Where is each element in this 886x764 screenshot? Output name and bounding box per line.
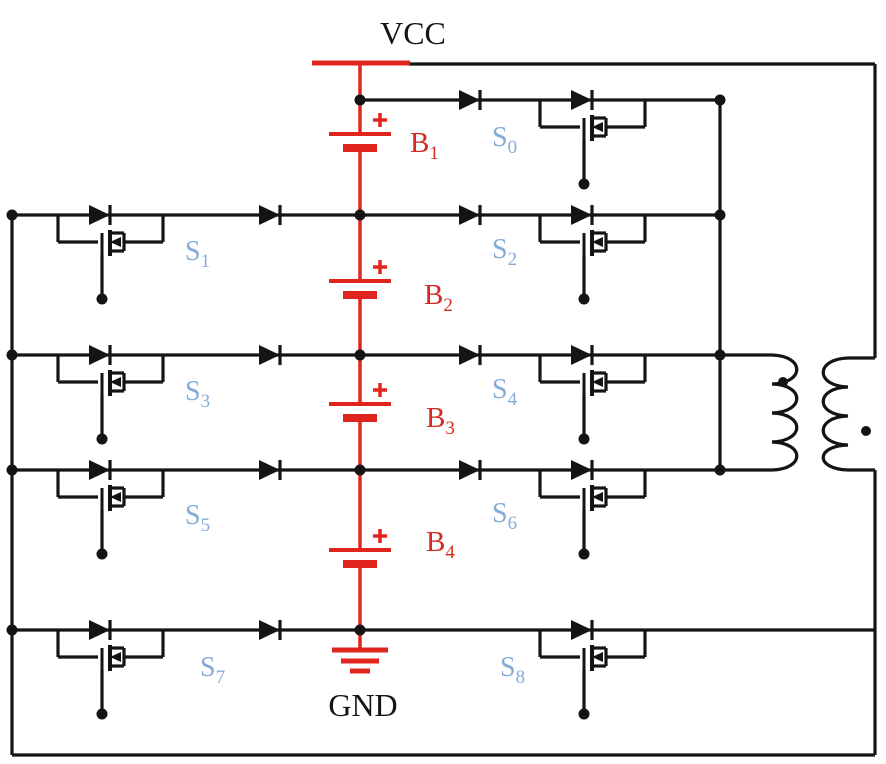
switch-s2-label: S2 [492, 234, 517, 270]
battery-b3-label: B3 [426, 402, 455, 439]
transformer-secondary-winding [821, 356, 849, 472]
ground-symbol [332, 647, 388, 674]
secondary-polarity-dot [861, 426, 871, 436]
diode [257, 458, 282, 482]
switch-s5-symbol [56, 458, 165, 562]
switch-s2-symbol [538, 203, 647, 307]
primary-polarity-dot [778, 377, 788, 387]
switch-s5-label: S5 [185, 500, 210, 536]
switch-s0-label: S0 [492, 122, 517, 158]
transformer [771, 353, 875, 472]
vcc-label: VCC [380, 15, 446, 51]
diode [257, 203, 282, 227]
switch-s4-label: S4 [492, 374, 518, 410]
switch-s1-symbol [56, 203, 165, 307]
switch-s6-symbol [538, 458, 647, 562]
transformer-primary-winding [771, 353, 799, 472]
diode [457, 343, 482, 367]
switch-s6-label: S6 [492, 498, 517, 534]
switch-s8-symbol [538, 618, 647, 722]
switch-s7-label: S7 [200, 652, 225, 688]
diode [457, 458, 482, 482]
diode [457, 88, 482, 112]
switch-s3-symbol [56, 343, 165, 447]
battery-string [312, 60, 410, 674]
switch-s7-symbol [56, 618, 165, 722]
switch-s8-label: S8 [500, 652, 525, 688]
gnd-label: GND [328, 687, 397, 723]
battery-b1-label: B1 [410, 127, 439, 164]
battery-b4-label: B4 [426, 526, 455, 563]
battery-b2-label: B2 [424, 279, 453, 316]
switch-s4-symbol [538, 343, 647, 447]
junction-dots [6, 94, 726, 636]
diode [457, 203, 482, 227]
diode [257, 618, 282, 642]
switch-s0-symbol [538, 88, 647, 192]
switch-s3-label: S3 [185, 376, 210, 412]
switch-s1-label: S1 [185, 236, 210, 272]
diode [257, 343, 282, 367]
